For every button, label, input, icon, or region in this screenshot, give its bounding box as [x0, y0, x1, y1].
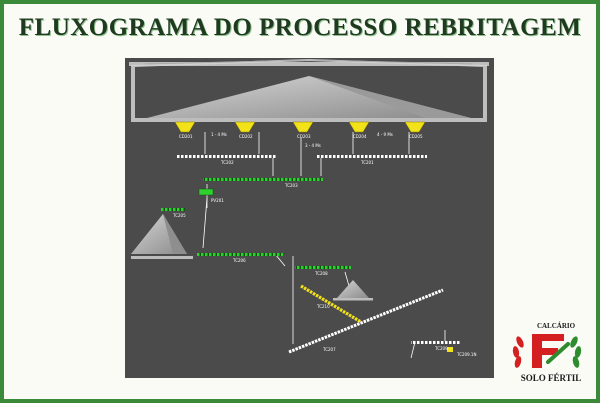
wheat-left-icon: [512, 336, 524, 368]
conveyor-tc206: [197, 253, 283, 256]
drop-lines: [202, 132, 446, 359]
stockpile-left: [131, 214, 193, 259]
wheat-right-icon: [570, 336, 582, 368]
conveyor-label-tc209b: TC209.1N: [456, 352, 476, 357]
conveyor-label-tc208: TC208: [314, 271, 328, 276]
storage-shed: [129, 58, 489, 122]
conveyor-label-tc203: TC203: [284, 183, 298, 188]
conveyor-tc207: [288, 288, 444, 354]
conveyor-label-tc205: TC205: [172, 213, 186, 218]
company-logo: CALCÁRIO SOLO FÉRTIL: [506, 320, 596, 386]
feeders: [174, 121, 426, 133]
logo-bottom-text: SOLO FÉRTIL: [520, 373, 582, 383]
feeder-label-cd03: CD203: [297, 134, 311, 139]
conveyor-tc201: [317, 155, 427, 158]
leaf-accent-icon: [546, 342, 570, 364]
feeder-label-cd05: CD205: [409, 134, 423, 139]
feeder-label-cd04: CD204: [353, 134, 367, 139]
feeder-label-cd01: CD201: [179, 134, 193, 139]
conveyor-label-tc202: TC202: [220, 160, 234, 165]
conveyor-label-tc206: TC206: [232, 258, 246, 263]
conveyor-label-tc210: TC210: [316, 304, 330, 309]
page-frame: FLUXOGRAMA DO PROCESSO REBRITAGEM: [4, 4, 596, 399]
conveyor-tc208: [295, 266, 351, 269]
feeder-label-cd02: CD202: [239, 134, 253, 139]
conveyor-label-tc207: TC207: [322, 347, 336, 352]
conveyor-tc202: [177, 155, 277, 158]
letter-f-icon: [532, 334, 564, 368]
screen-pv201: [198, 188, 214, 196]
conveyor-tc203: [203, 178, 323, 181]
screen-label-pv201: PV201: [211, 198, 224, 203]
conveyor-tc210: [300, 284, 362, 324]
conveyor-tc209: [411, 341, 461, 344]
discharge-tc209b: [447, 347, 453, 352]
conveyor-tc205: [161, 208, 185, 211]
logo-emblem: [512, 334, 582, 368]
logo-top-text: CALCÁRIO: [536, 322, 576, 330]
gap-label-1: 1 - 4 Ms: [211, 132, 227, 137]
gap-label-2: 3 - 4 Ms: [305, 143, 321, 148]
flow-svg: CD201 CD202 CD203 CD204 CD205 1 - 4 Ms 3…: [129, 58, 489, 359]
conveyor-label-tc201: TC201: [360, 160, 374, 165]
page-title: FLUXOGRAMA DO PROCESSO REBRITAGEM: [18, 14, 582, 41]
conveyor-label-tc209: TC209: [434, 346, 448, 351]
gap-label-3: 4 - 9 Ms: [377, 132, 393, 137]
process-flow-diagram: CD201 CD202 CD203 CD204 CD205 1 - 4 Ms 3…: [125, 58, 494, 378]
stockpile-right: [333, 280, 373, 301]
